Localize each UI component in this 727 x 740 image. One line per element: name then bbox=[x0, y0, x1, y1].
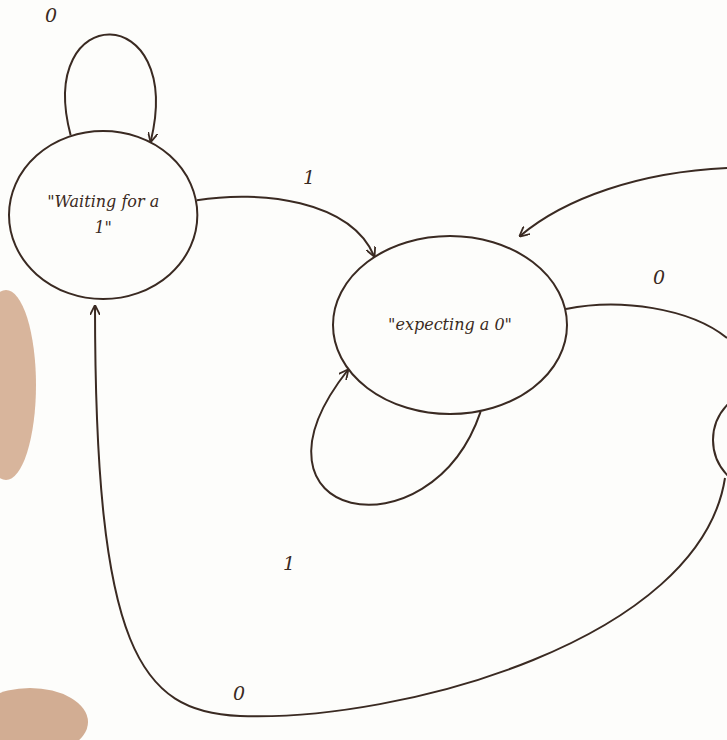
transition-arrow bbox=[311, 370, 480, 505]
transition-input: 0 bbox=[650, 266, 668, 288]
transition-arrow bbox=[197, 197, 374, 256]
transition-arrow bbox=[95, 306, 725, 716]
state-circle: "expecting a 0" bbox=[332, 235, 568, 415]
transition-input: 1 bbox=[300, 166, 318, 188]
transition-input: 1 bbox=[280, 552, 298, 574]
transition-arrow bbox=[520, 168, 727, 236]
transition-line bbox=[566, 305, 727, 338]
circle-outline bbox=[8, 130, 198, 300]
state-name: "Waiting for a 1" bbox=[41, 189, 165, 240]
transition-input: 0 bbox=[42, 4, 60, 26]
transition-input: 0 bbox=[230, 682, 248, 704]
transition-arrow bbox=[65, 35, 156, 142]
state-circle: "Waiting for a 1" bbox=[8, 130, 198, 300]
state-name: "expecting a 0" bbox=[388, 312, 512, 338]
